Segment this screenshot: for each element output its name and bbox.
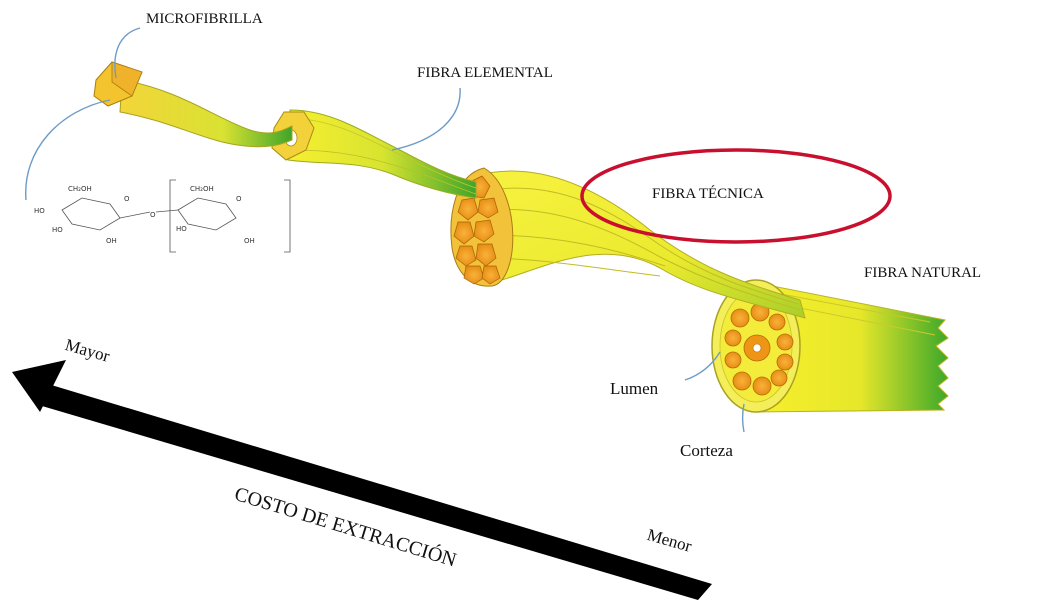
cortex-pointer bbox=[743, 404, 745, 432]
chem-group: O bbox=[236, 195, 242, 203]
elementary-fiber bbox=[272, 110, 476, 198]
chem-group: CH₂OH bbox=[190, 185, 214, 193]
elementary-fiber-pointer bbox=[392, 88, 460, 150]
cost-arrow bbox=[12, 360, 712, 600]
chem-group: O bbox=[150, 211, 156, 219]
chem-group: HO bbox=[34, 207, 45, 215]
label-elementary-fiber: FIBRA ELEMENTAL bbox=[417, 66, 553, 81]
microfibril bbox=[94, 62, 292, 147]
chem-group: HO bbox=[176, 225, 187, 233]
lumen-hole bbox=[753, 344, 761, 352]
label-lumen: Lumen bbox=[610, 380, 658, 397]
chem-group: HO bbox=[52, 226, 63, 234]
chem-group: O bbox=[124, 195, 130, 203]
label-cortex: Corteza bbox=[680, 442, 733, 459]
chem-group: CH₂OH bbox=[68, 185, 92, 193]
label-microfibril: MICROFIBRILLA bbox=[146, 12, 263, 27]
cellulose-formula bbox=[62, 180, 290, 252]
chem-group: OH bbox=[106, 237, 117, 245]
label-natural-fiber: FIBRA NATURAL bbox=[864, 266, 981, 281]
chem-group: OH bbox=[244, 237, 255, 245]
label-technical-fiber: FIBRA TÉCNICA bbox=[652, 187, 764, 202]
cellulose-formula-text: CH₂OH HO HO OH O CH₂OH HO OH O O bbox=[34, 185, 255, 245]
